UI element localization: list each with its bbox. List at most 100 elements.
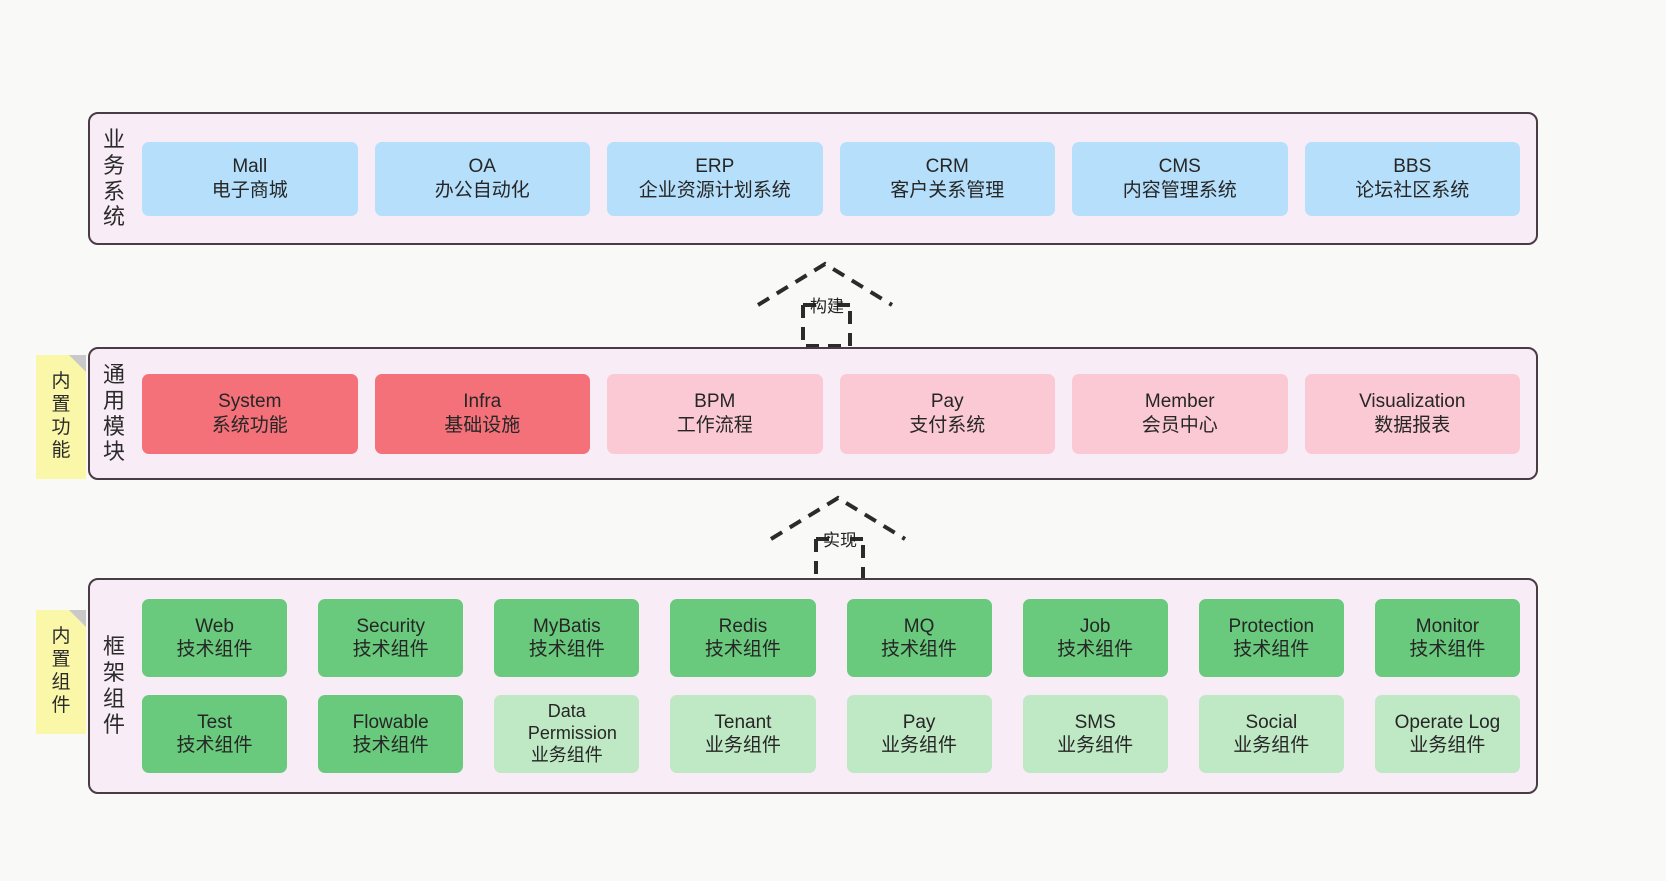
tile-security[interactable]: Security 技术组件	[318, 599, 464, 677]
label-char: 用	[102, 387, 125, 413]
tile-subtitle: 内容管理系统	[1122, 179, 1237, 201]
tile-subtitle: 论坛社区系统	[1355, 179, 1470, 201]
layer-framework-component-body: Web 技术组件 Security 技术组件 MyBatis 技术组件 Redi…	[138, 580, 1536, 792]
tile-title: Pay	[930, 391, 964, 413]
tile-visualization[interactable]: Visualization 数据报表	[1304, 373, 1520, 454]
tile-title: MyBatis	[533, 615, 601, 637]
tile-crm[interactable]: CRM 客户关系管理	[839, 141, 1055, 216]
tile-title: Web	[195, 615, 234, 637]
tile-infra[interactable]: Infra 基础设施	[374, 373, 590, 454]
tile-cms[interactable]: CMS 内容管理系统	[1072, 141, 1288, 216]
tile-monitor[interactable]: Monitor 技术组件	[1374, 599, 1520, 677]
note-char: 置	[51, 394, 71, 416]
tile-subtitle: 技术组件	[881, 639, 958, 660]
tile-test[interactable]: Test 技术组件	[142, 695, 288, 773]
tile-title: Data Permission	[527, 701, 617, 744]
tile-job[interactable]: Job 技术组件	[1022, 599, 1168, 677]
note-fold-icon	[69, 355, 86, 372]
tile-subtitle: 系统功能	[211, 414, 288, 436]
tile-title: Redis	[718, 615, 768, 637]
tile-subtitle: 基础设施	[444, 414, 521, 436]
tile-subtitle: 客户关系管理	[890, 179, 1005, 201]
note-builtin-component: 内 置 组 件	[36, 610, 86, 734]
tile-subtitle: 办公自动化	[434, 179, 530, 201]
label-char: 架	[102, 660, 125, 686]
tile-sms[interactable]: SMS 业务组件	[1022, 695, 1168, 773]
tile-subtitle: 业务组件	[1409, 735, 1486, 756]
tile-title: Mall	[232, 156, 268, 178]
tile-system[interactable]: System 系统功能	[142, 373, 358, 454]
tile-title: Protection	[1228, 615, 1315, 637]
tile-title: CRM	[925, 156, 969, 178]
generalization-arrow-icon	[769, 495, 907, 582]
tile-title: MQ	[903, 615, 935, 637]
tile-subtitle: 数据报表	[1374, 414, 1451, 436]
label-char: 组	[102, 686, 125, 711]
tile-title: Member	[1144, 391, 1215, 413]
connector-implement-label: 实现	[823, 531, 857, 550]
tile-mybatis[interactable]: MyBatis 技术组件	[494, 599, 640, 677]
label-char: 务	[102, 152, 125, 178]
tile-mall[interactable]: Mall 电子商城	[142, 141, 358, 216]
note-char: 内	[51, 371, 71, 393]
tile-subtitle: 电子商城	[211, 179, 288, 201]
tile-title: Infra	[463, 391, 502, 413]
tile-row: Mall 电子商城 OA 办公自动化 ERP 企业资源计划系统 CRM 客户关系…	[142, 141, 1520, 216]
generalization-arrow-icon	[756, 261, 894, 348]
note-char: 能	[51, 439, 71, 461]
tile-row: System 系统功能 Infra 基础设施 BPM 工作流程 Pay 支付系统…	[142, 373, 1520, 454]
tile-subtitle: 业务组件	[1233, 735, 1310, 756]
tile-redis[interactable]: Redis 技术组件	[670, 599, 816, 677]
label-char: 模	[102, 413, 125, 439]
tile-subtitle: 技术组件	[352, 735, 429, 756]
tile-title: BBS	[1393, 156, 1432, 178]
tile-member[interactable]: Member 会员中心	[1072, 373, 1288, 454]
tile-pay[interactable]: Pay 支付系统	[839, 373, 1055, 454]
note-char: 功	[51, 417, 71, 438]
layer-common-module-label: 通 用 模 块	[90, 349, 138, 478]
tile-tenant[interactable]: Tenant 业务组件	[670, 695, 816, 773]
note-char: 内	[51, 626, 71, 648]
tile-pay-component[interactable]: Pay 业务组件	[846, 695, 992, 773]
tile-bpm[interactable]: BPM 工作流程	[607, 373, 823, 454]
tile-protection[interactable]: Protection 技术组件	[1198, 599, 1344, 677]
tile-mq[interactable]: MQ 技术组件	[846, 599, 992, 677]
note-fold-icon	[69, 610, 86, 627]
label-char: 件	[102, 711, 125, 737]
tile-bbs[interactable]: BBS 论坛社区系统	[1304, 141, 1520, 216]
tile-operate-log[interactable]: Operate Log 业务组件	[1374, 695, 1520, 773]
tile-subtitle: 企业资源计划系统	[638, 179, 791, 201]
tile-subtitle: 技术组件	[176, 735, 253, 756]
tile-subtitle: 业务组件	[881, 735, 958, 756]
tile-title: Test	[197, 711, 232, 733]
layer-framework-component: 框 架 组 件 Web 技术组件 Security 技术组件 MyBatis 技…	[88, 578, 1538, 794]
tile-title: CMS	[1158, 156, 1201, 178]
tile-web[interactable]: Web 技术组件	[142, 599, 288, 677]
layer-business-system: 业 务 系 统 Mall 电子商城 OA 办公自动化 ERP 企业资源计划系统	[88, 112, 1538, 245]
tile-title: System	[218, 391, 282, 413]
tile-oa[interactable]: OA 办公自动化	[374, 141, 590, 216]
tile-title: Job	[1079, 615, 1111, 637]
note-char: 置	[51, 649, 71, 671]
label-char: 框	[102, 634, 125, 660]
connector-build: 构建	[755, 258, 905, 348]
label-char: 统	[102, 204, 125, 230]
tile-subtitle: 工作流程	[676, 414, 753, 436]
layer-business-system-body: Mall 电子商城 OA 办公自动化 ERP 企业资源计划系统 CRM 客户关系…	[138, 114, 1536, 243]
tile-subtitle: 业务组件	[1057, 735, 1134, 756]
tile-title: Visualization	[1359, 391, 1466, 413]
layer-common-module: 通 用 模 块 System 系统功能 Infra 基础设施 BPM 工作流程	[88, 347, 1538, 480]
tile-subtitle: 技术组件	[1233, 639, 1310, 660]
tile-erp[interactable]: ERP 企业资源计划系统	[607, 141, 823, 216]
tile-data-permission[interactable]: Data Permission 业务组件	[494, 695, 640, 773]
note-builtin-function: 内 置 功 能	[36, 355, 86, 479]
tile-social[interactable]: Social 业务组件	[1198, 695, 1344, 773]
tile-flowable[interactable]: Flowable 技术组件	[318, 695, 464, 773]
tile-title: Security	[356, 615, 425, 637]
tile-title: Pay	[902, 711, 936, 733]
note-char: 件	[51, 694, 71, 716]
label-char: 块	[102, 439, 125, 465]
layer-framework-component-label: 框 架 组 件	[90, 580, 138, 792]
label-char: 系	[102, 178, 125, 204]
